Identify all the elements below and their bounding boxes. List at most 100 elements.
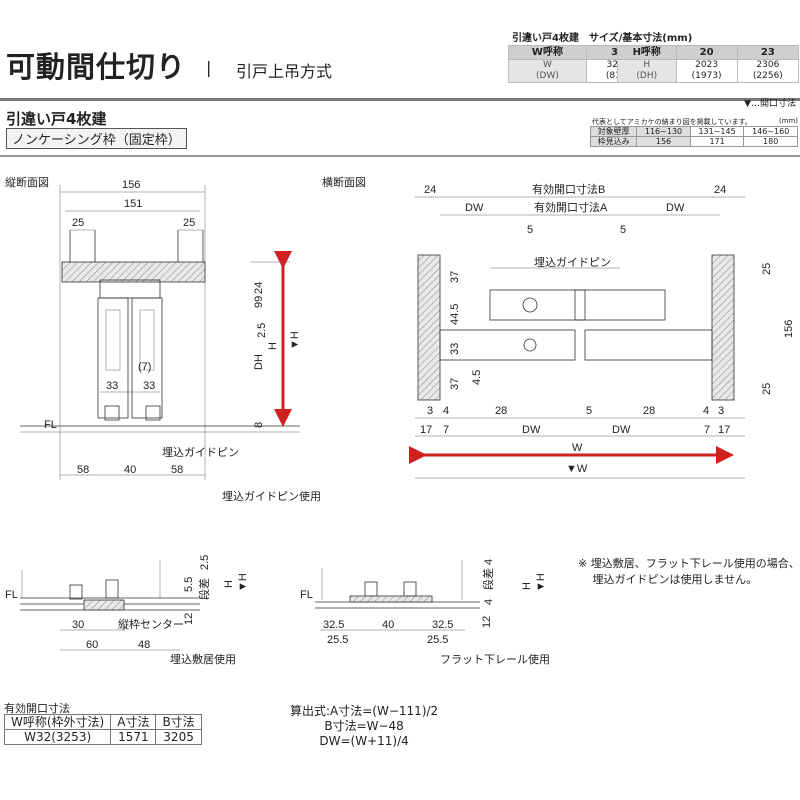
rail-detail: FL 段差 4 4 H ▼H 12 32.5 40 32.5 25.5 25.5… [300, 559, 550, 666]
divider [0, 155, 800, 157]
table-cell: W32(3253) [3, 729, 112, 745]
dim-label: DH [253, 354, 265, 370]
section-title: 縦断面図 [5, 175, 49, 189]
dim-label: 37 [449, 271, 461, 283]
wall-cell: 180 [743, 136, 798, 147]
dim-label: 12 [183, 613, 195, 625]
page-subtitle: 引戸上吊方式 [236, 62, 333, 81]
dim-label: 3 [718, 405, 724, 417]
dim-label: 60 [86, 639, 98, 651]
dim-label: 17 [420, 424, 432, 436]
dim-label: 7 [704, 424, 710, 436]
dim-label: 24 [424, 184, 436, 196]
column-header: A寸法 [110, 714, 157, 730]
dim-label: 30 [72, 619, 84, 631]
h-dim: 2306 [756, 60, 780, 70]
dim-label: 99 [253, 296, 265, 308]
dim-label: 有効開口寸法B [532, 182, 605, 196]
dim-label: 40 [382, 619, 394, 631]
dim-label: DW [522, 424, 541, 436]
dim-label: 58 [171, 464, 183, 476]
sill-detail: FL 2.5 5.5 段差 H ▼H 12 30 縦枠センター 60 48 埋込… [5, 555, 249, 666]
dim-label: 58 [77, 464, 89, 476]
pin-label: 埋込ガイドピン [162, 446, 239, 459]
dim-label: 有効開口寸法A [534, 200, 608, 214]
dim-label: 37 [449, 378, 461, 390]
dim-label: 28 [495, 405, 507, 417]
dim-label: 28 [643, 405, 655, 417]
dim-label: DW [612, 424, 631, 436]
dim-label: DW [666, 202, 685, 214]
dim-label: 25 [761, 383, 773, 395]
dim-label: 25.5 [427, 634, 448, 646]
wall-table-caption: 代表としてアミカケの納まり図を掲載しています。(mm) [592, 117, 798, 127]
dim-label: ▼H [289, 331, 301, 350]
dim-label: 156 [783, 320, 795, 338]
dim-label: DW [465, 202, 484, 214]
dim-label: ▼W [566, 463, 588, 475]
dim-label: 25.5 [327, 634, 348, 646]
dim-label: 4 [483, 599, 495, 605]
wall-caption: 代表としてアミカケの納まり図を掲載しています。 [592, 118, 752, 126]
formula: 算出式:A寸法=(W−111)/2 B寸法=W−48 DW=(W+11)/4 [290, 704, 438, 749]
dim-label: 5 [586, 405, 592, 417]
formula-dw: DW=(W+11)/4 [319, 734, 409, 748]
fl-label: FL [5, 589, 18, 601]
fl-label: FL [300, 589, 313, 601]
formula-b: B寸法=W−48 [324, 719, 404, 733]
note-line: ※ 埋込敷居、フラット下レール使用の場合、 [578, 557, 800, 570]
dim-label: H [267, 342, 279, 350]
dim-label: 151 [124, 198, 142, 210]
section-title: 横断面図 [322, 175, 366, 189]
dim-label: ▼H [237, 573, 249, 592]
dim-label: 4.5 [471, 370, 483, 385]
dim-label: 33 [449, 343, 461, 355]
column-header: W呼称(枠外寸法) [3, 714, 112, 730]
dim-label: 32.5 [323, 619, 344, 631]
center-label: 縦枠センター [118, 617, 184, 631]
dim-label: 24 [253, 282, 265, 294]
vertical-section: 縦断面図 156 151 25 25 FL 24 99 2.5 DH H ▼H … [5, 175, 321, 503]
horizontal-section: 横断面図 24 24 有効開口寸法B 有効開口寸法A DW DW 5 5 埋込ガ… [322, 175, 795, 479]
dim-label: 25 [183, 217, 195, 229]
dim-label: 25 [72, 217, 84, 229]
frame-type: ノンケーシング枠（固定枠） [6, 128, 187, 149]
opening-table-caption: 有効開口寸法 [4, 702, 70, 715]
dim-label: 3 [427, 405, 433, 417]
dim-label: ▼H [535, 573, 547, 592]
title-separator: | [206, 58, 212, 77]
pin-label: 埋込ガイドピン [534, 256, 611, 269]
h-dh: (2256) [752, 71, 783, 81]
h-dim: 2023 [695, 60, 719, 70]
dim-label: 7 [443, 424, 449, 436]
dim-label: 段差 4 [481, 559, 495, 590]
dim-label: 段差 [197, 578, 211, 600]
table-cell: 1571 [110, 729, 157, 745]
w-label: W [542, 60, 552, 70]
h-label: H [643, 60, 651, 70]
dim-label: 24 [714, 184, 726, 196]
w-sub: (DW) [536, 71, 559, 81]
dim-label: 25 [761, 263, 773, 275]
dim-label: 32.5 [432, 619, 453, 631]
size-table-caption: 引違い戸4枚建 サイズ/基本寸法(mm) [512, 33, 693, 44]
dim-label: 4 [443, 405, 449, 417]
section-caption: 埋込敷居使用 [170, 652, 236, 666]
dim-label: 12 [481, 616, 493, 628]
column-header: B寸法 [155, 714, 202, 730]
divider [0, 98, 800, 101]
h-dh: (1973) [691, 71, 722, 81]
h-sub: (DH) [636, 71, 658, 81]
dim-label: 4 [703, 405, 709, 417]
dim-label: (7) [138, 361, 151, 373]
section-caption: フラット下レール使用 [440, 653, 550, 666]
fl-label: FL [44, 419, 57, 431]
product-name: 引違い戸4枚建 [6, 110, 107, 128]
dim-label: 5 [527, 224, 533, 236]
dim-label: H [521, 582, 533, 590]
note-line: 埋込ガイドピンは使用しません。 [578, 573, 758, 586]
dim-label: 33 [106, 380, 118, 392]
